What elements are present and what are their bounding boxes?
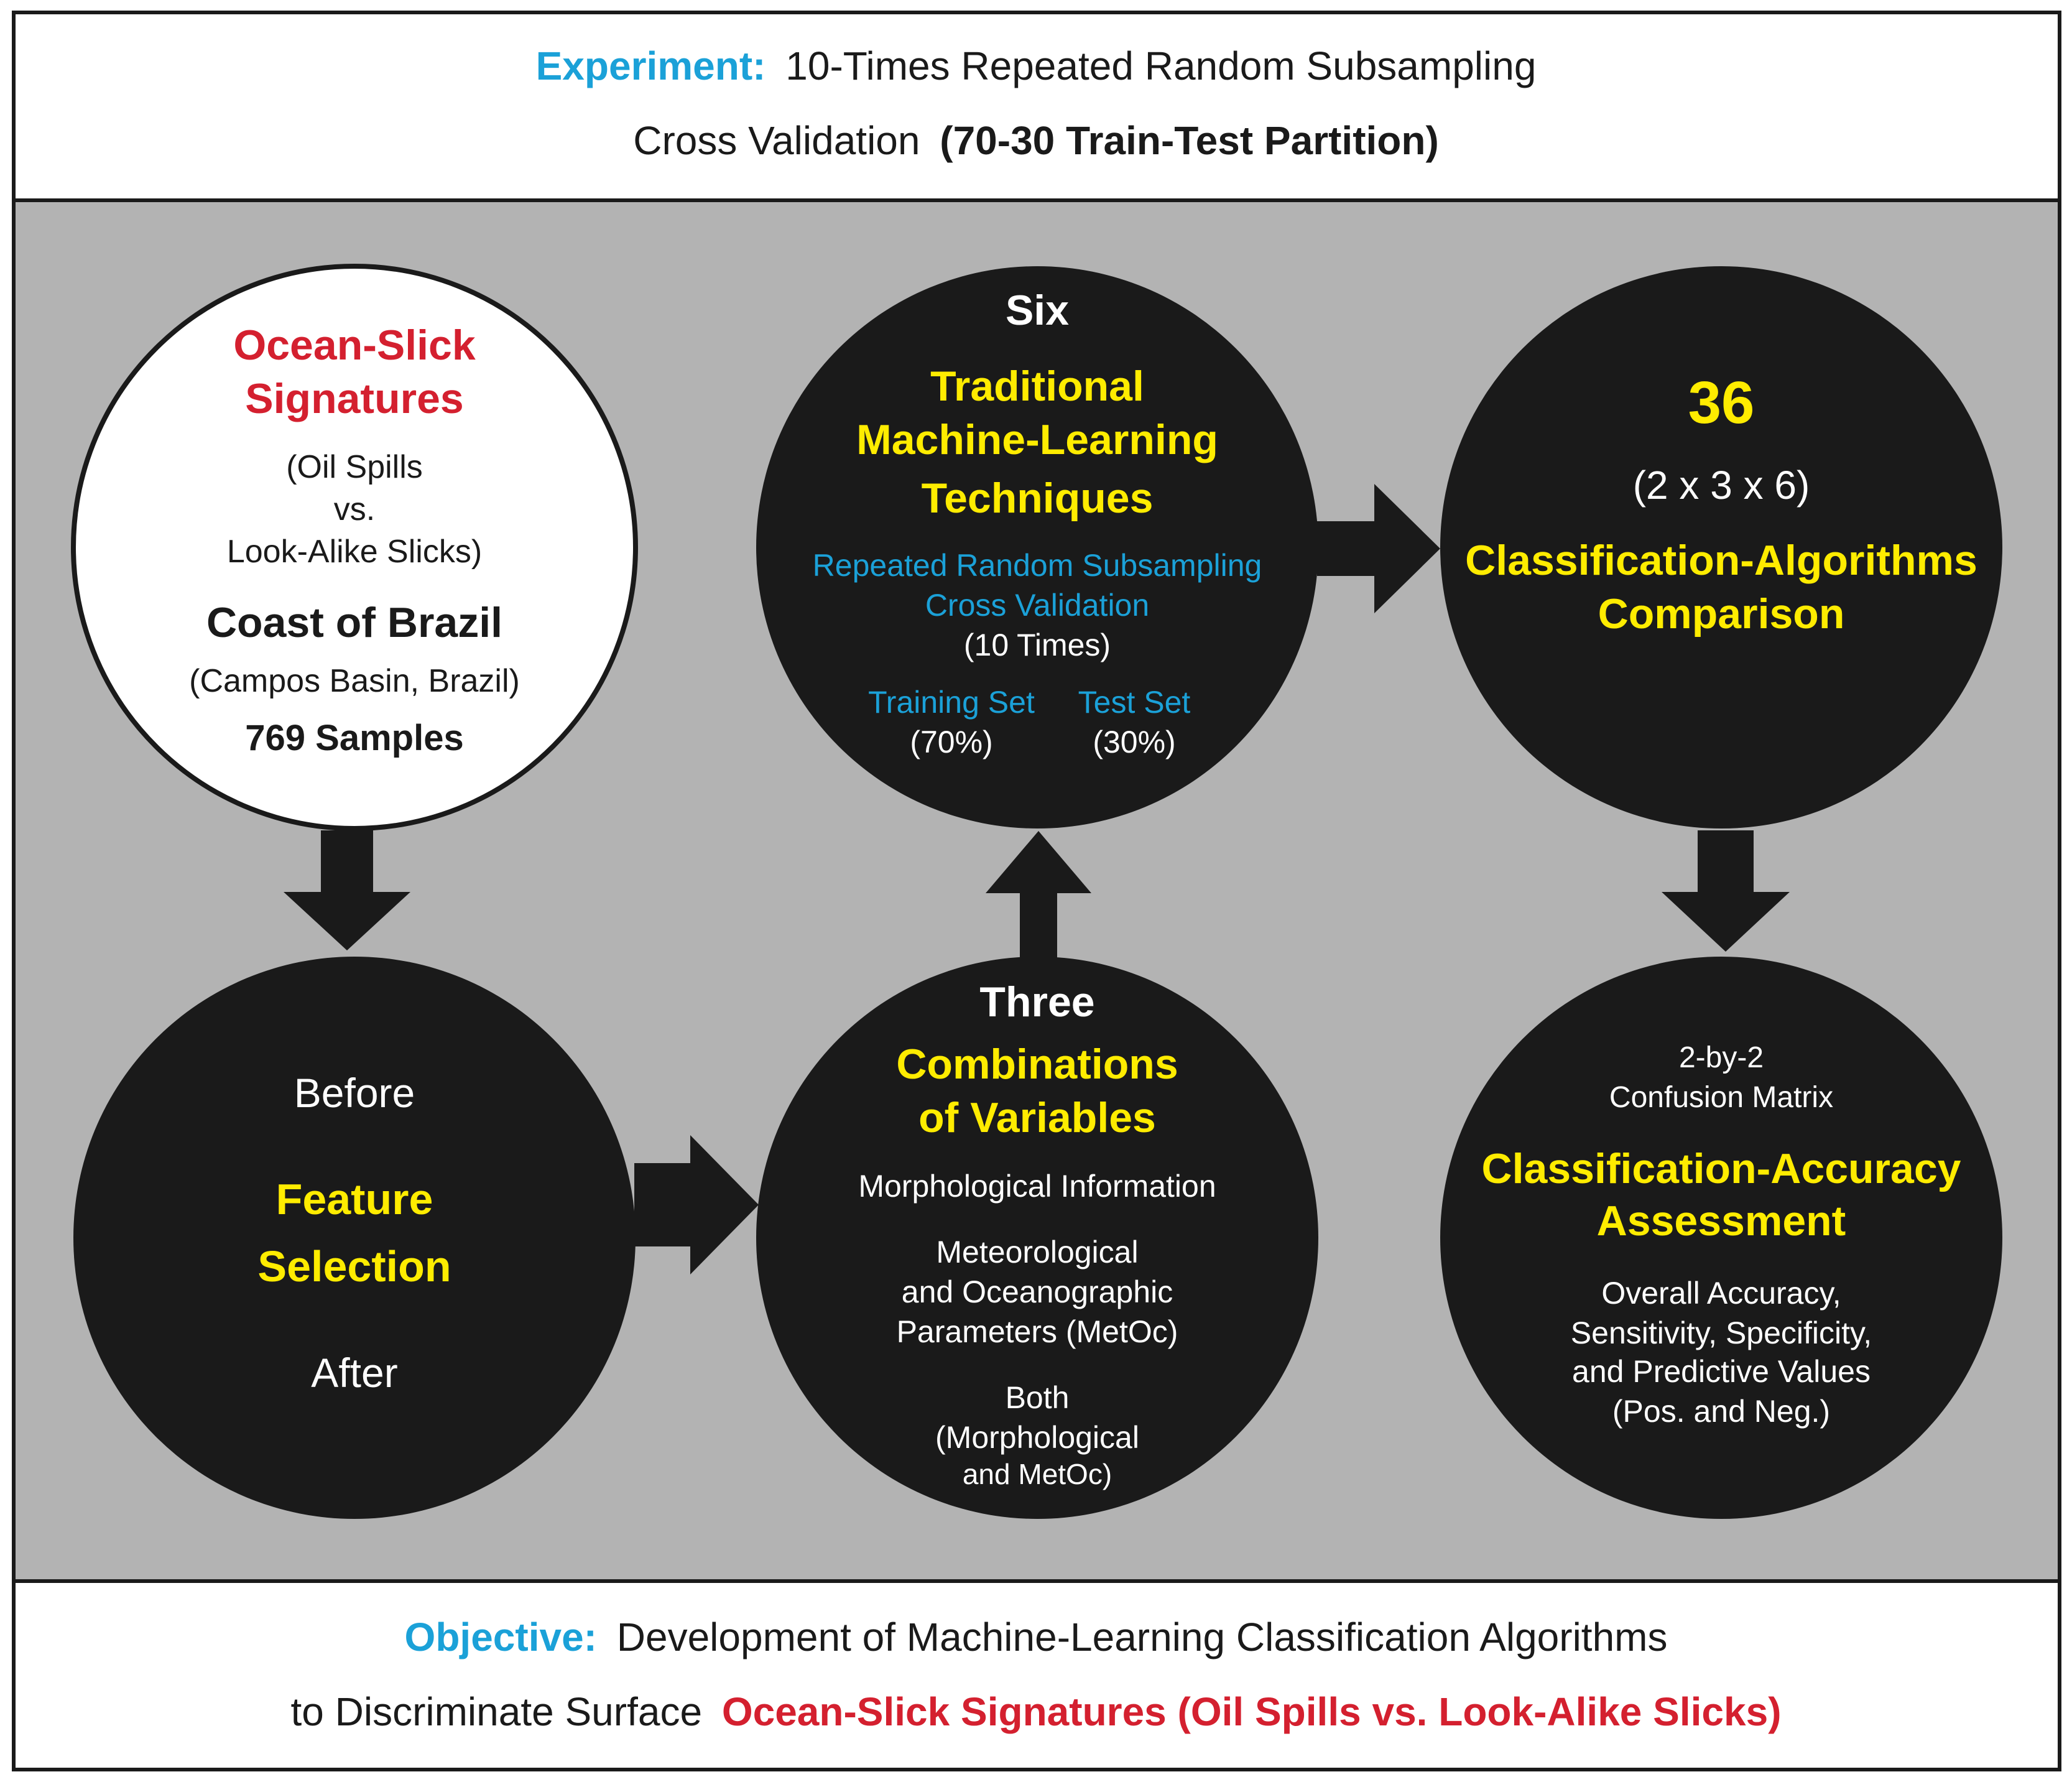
signatures-place-sub: (Campos Basin, Brazil) — [189, 663, 520, 699]
assessment-metric-4: (Pos. and Neg.) — [1612, 1394, 1830, 1429]
node-algorithms-comparison: 36 (2 x 3 x 6) Classification-Algorithms… — [1440, 266, 2002, 828]
signatures-samples: 769 Samples — [245, 718, 463, 758]
test-set-pct: (30%) — [1093, 725, 1175, 759]
arrows — [284, 484, 1790, 1274]
arrow-comparison-to-assessment — [1662, 830, 1790, 952]
combinations-item-2a: Meteorological — [936, 1235, 1138, 1269]
comparison-formula: (2 x 3 x 6) — [1633, 463, 1810, 508]
combinations-item-2c: Parameters (MetOc) — [897, 1314, 1178, 1349]
training-set-label: Training Set — [868, 685, 1035, 720]
feature-title-1: Feature — [276, 1175, 433, 1223]
combinations-item-3c: and MetOc) — [963, 1458, 1112, 1490]
header-line-1: Experiment: 10-Times Repeated Random Sub… — [536, 44, 1537, 88]
arrow-combinations-to-techniques — [986, 831, 1091, 995]
techniques-cv-3: (10 Times) — [964, 628, 1111, 662]
techniques-title-1: Traditional — [930, 363, 1144, 410]
node-ml-techniques: Six Traditional Machine-Learning Techniq… — [756, 266, 1318, 828]
assessment-metric-3: and Predictive Values — [1572, 1354, 1871, 1389]
techniques-count: Six — [1006, 287, 1069, 334]
training-set-pct: (70%) — [910, 725, 992, 759]
combinations-item-1: Morphological Information — [858, 1169, 1216, 1204]
techniques-cv-1: Repeated Random Subsampling — [813, 548, 1262, 583]
feature-after: After — [311, 1350, 397, 1396]
footer-line-2: to Discriminate Surface Ocean-Slick Sign… — [290, 1689, 1781, 1734]
combinations-title-1: Combinations — [896, 1041, 1178, 1088]
techniques-cv-2: Cross Validation — [925, 588, 1149, 623]
signatures-sub-3: Look-Alike Slicks) — [227, 534, 482, 570]
combinations-count: Three — [979, 978, 1094, 1026]
assessment-metric-1: Overall Accuracy, — [1601, 1276, 1841, 1311]
footer-line-1: Objective: Development of Machine-Learni… — [405, 1615, 1668, 1659]
assessment-sub-2: Confusion Matrix — [1609, 1081, 1833, 1114]
combinations-item-3a: Both — [1006, 1380, 1070, 1415]
combinations-item-2b: and Oceanographic — [902, 1274, 1173, 1309]
header-line-2: Cross Validation (70-30 Train-Test Parti… — [633, 118, 1439, 163]
assessment-title-2: Assessment — [1597, 1197, 1846, 1245]
node-feature-selection: Before Feature Selection After — [73, 957, 636, 1519]
signatures-sub-2: vs. — [334, 491, 375, 527]
combinations-item-3b: (Morphological — [935, 1420, 1139, 1455]
node-ocean-slick-signatures: Ocean-Slick Signatures (Oil Spills vs. L… — [71, 264, 638, 831]
assessment-title-1: Classification-Accuracy — [1482, 1145, 1961, 1192]
test-set-label: Test Set — [1078, 685, 1191, 720]
node-accuracy-assessment: 2-by-2 Confusion Matrix Classification-A… — [1440, 957, 2002, 1519]
arrow-feature-to-combinations — [634, 1135, 759, 1274]
node-combinations-of-variables: Three Combinations of Variables Morpholo… — [756, 957, 1318, 1519]
feature-before: Before — [294, 1070, 415, 1116]
assessment-metric-2: Sensitivity, Specificity, — [1571, 1316, 1872, 1350]
comparison-title-2: Comparison — [1598, 590, 1845, 638]
signatures-place: Coast of Brazil — [206, 599, 502, 646]
feature-title-2: Selection — [257, 1242, 451, 1291]
comparison-count: 36 — [1688, 369, 1755, 436]
signatures-title-1: Ocean-Slick — [233, 322, 475, 369]
techniques-title-2: Machine-Learning — [856, 416, 1218, 463]
signatures-title-2: Signatures — [245, 375, 463, 422]
signatures-sub-1: (Oil Spills — [286, 449, 423, 485]
comparison-title-1: Classification-Algorithms — [1465, 537, 1977, 584]
arrow-techniques-to-comparison — [1317, 484, 1440, 613]
techniques-title-3: Techniques — [922, 475, 1154, 522]
assessment-sub-1: 2-by-2 — [1679, 1041, 1764, 1074]
combinations-title-2: of Variables — [918, 1094, 1156, 1141]
arrow-signatures-to-feature — [284, 830, 410, 950]
